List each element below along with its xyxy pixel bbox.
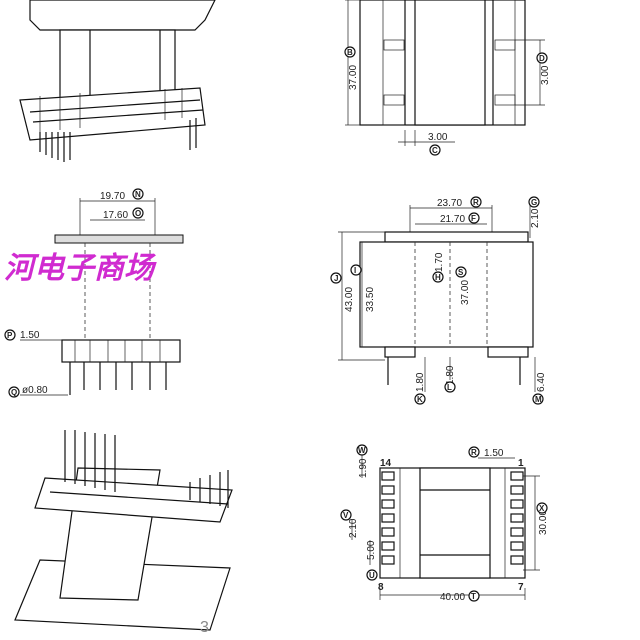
dim-1-90: 1.90 [358,458,369,478]
callout-k: K [417,395,423,404]
bottom-view: 14 1 8 7 1.90 W 1.50 R 30.00 X 2.10 V 5.… [340,444,549,603]
callout-q: Q [11,388,17,397]
dim-1-80-right: 1.80 [445,365,456,385]
callout-g: G [531,198,537,207]
dim-2-10-top: 2.10 [530,208,541,228]
callout-r-bottom: R [471,448,477,457]
dim-43-00: 43.00 [344,287,355,312]
callout-m: M [535,395,542,404]
pin-number-14: 14 [380,458,392,469]
dim-1-70: 1.70 [434,252,445,272]
pin-number-8: 8 [378,582,384,593]
dim-19-70: 19.70 [100,191,125,202]
dim-5-00: 5.00 [366,540,377,560]
dim-3-00-pitch: 3.00 [428,132,448,143]
callout-w: W [358,446,366,455]
dim-21-70: 21.70 [440,214,465,225]
callout-u: U [369,571,375,580]
dim-2-10-pitch: 2.10 [348,518,359,538]
callout-s: S [458,268,464,277]
callout-x: X [539,504,545,513]
dim-pin-diameter: ø0.80 [22,385,48,396]
dim-1-50-pin: 1.50 [484,448,504,459]
dim-23-70: 23.70 [437,198,462,209]
dim-40-00: 40.00 [440,592,465,603]
dim-3-00-pin: 3.00 [540,65,551,85]
dim-6-40: 6.40 [536,372,547,392]
pin-number-7: 7 [518,582,524,593]
pin-number-1: 1 [518,458,524,469]
dim-33-50: 33.50 [365,287,376,312]
callout-b: B [347,48,353,57]
dim-1-80-left: 1.80 [415,372,426,392]
callout-c: C [432,146,438,155]
dim-37-00-section: 37.00 [460,280,471,305]
callout-p: P [7,331,13,340]
callout-d: D [539,54,545,63]
dim-37-00-front: 37.00 [348,65,359,90]
store-watermark: 河电子商场 [4,251,157,286]
iso-view-bottom [14,430,233,631]
dim-1-50-flange: 1.50 [20,330,40,341]
dim-17-60: 17.60 [103,210,128,221]
callout-n: N [135,190,141,199]
iso-view-top [19,0,216,162]
callout-i: I [354,266,356,275]
callout-j: J [334,274,338,283]
page-number: 3 [200,619,209,636]
callout-r: R [473,198,479,207]
side-view-middle: 19.70 N 17.60 O 1.50 P ø0.80 Q [4,188,184,398]
callout-h: H [435,273,441,282]
section-view-middle: 23.70 R 21.70 F 2.10 G 43.00 J 33.50 I 1… [330,196,547,405]
callout-t: T [471,592,476,601]
dim-30-00: 30.00 [538,510,549,535]
front-view-top: 37.00 B 3.00 D 3.00 C [344,0,551,156]
callout-f: F [471,214,476,223]
callout-v: V [343,511,349,520]
callout-l: L [447,383,452,392]
callout-o: O [135,209,141,218]
